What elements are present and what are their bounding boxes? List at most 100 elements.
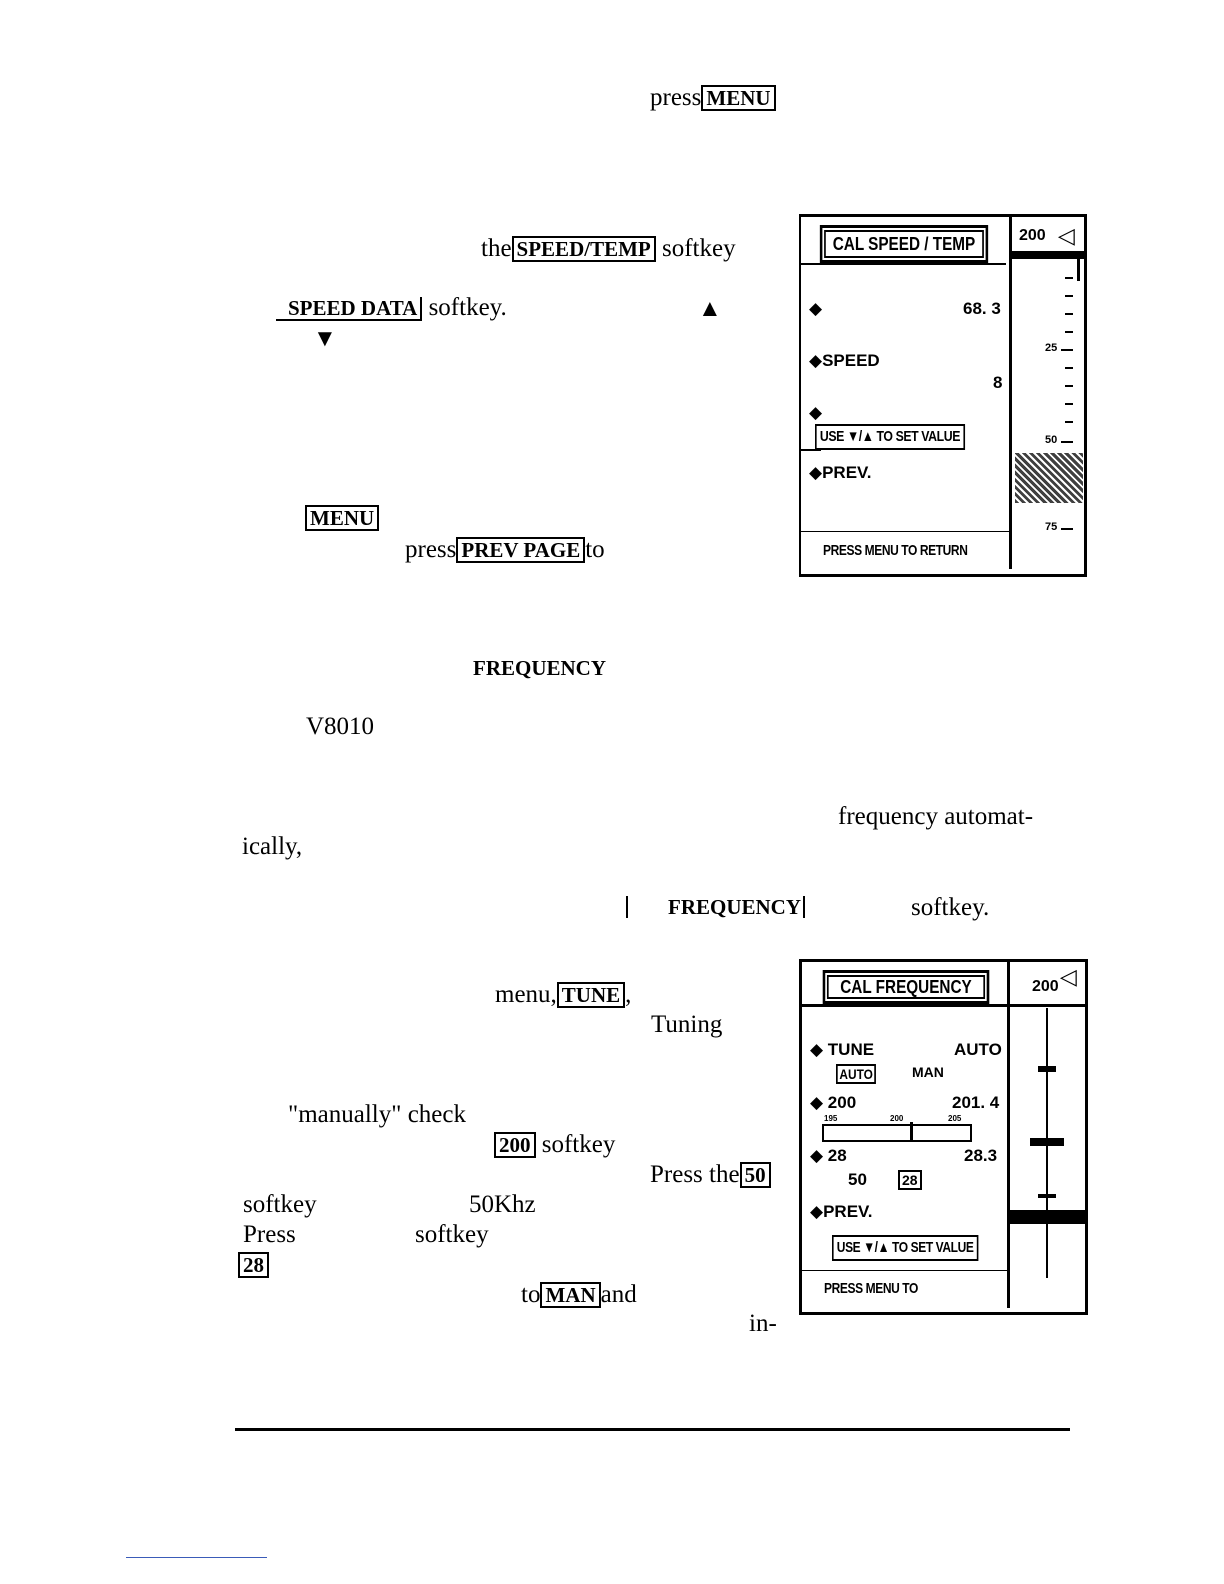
lcd1-divider [1009, 217, 1012, 569]
lcd1-range: 200 [1019, 227, 1046, 244]
text-press-3: Press [243, 1221, 296, 1248]
lcd2-echo-1 [1038, 1066, 1056, 1072]
down-arrow-icon: ▼ [313, 326, 337, 352]
lcd2-tune-value: AUTO [954, 1040, 1002, 1059]
lcd2-tune-label: TUNE [827, 1040, 875, 1059]
lcd1-prev-label: PREV. [822, 463, 872, 482]
tick [1061, 349, 1073, 351]
lcd2-auto-key: AUTO [836, 1064, 877, 1084]
lcd1-prev: ◆PREV. [809, 463, 872, 482]
text-to-2: to [521, 1281, 541, 1308]
frequency-heading: FREQUENCY [473, 656, 607, 680]
lcd2-f28-label: 28 [827, 1146, 847, 1165]
lcd1-title: CAL SPEED / TEMP [819, 225, 989, 263]
tick [1065, 403, 1073, 405]
menu-key-2: MENU [305, 505, 380, 531]
lcd2-scale-200: 200 [890, 1114, 904, 1123]
line-menu-key-2: MENU [305, 504, 380, 532]
frequency-key: FREQUENCY [626, 896, 806, 918]
lcd2-title: CAL FREQUENCY [822, 970, 990, 1004]
lcd1-speaker-icon: ◁ [1058, 223, 1075, 248]
lcd2-footer-rule [802, 1270, 1008, 1271]
lcd1-bottom-echo [1015, 453, 1083, 503]
tick [1065, 313, 1073, 315]
lcd2-prev-label: PREV. [823, 1202, 873, 1221]
tick [1065, 331, 1073, 333]
text-frequency-automat: frequency automat- [838, 803, 1034, 830]
menu-key: MENU [701, 85, 776, 111]
lcd1-depth-75: 75 [1045, 521, 1058, 533]
text-softkey-50: softkey [243, 1191, 317, 1218]
lcd1-footer-rule [801, 531, 1009, 532]
lcd2-f200: ◆ 200 [810, 1093, 857, 1112]
lcd2-f28-value: 28.3 [964, 1146, 998, 1165]
lcd1-edge-mark [1077, 251, 1080, 281]
tune-key: TUNE [556, 982, 626, 1008]
text-menu: menu, [495, 981, 557, 1008]
lcd1-row1-bullet-icon: ◆ [809, 299, 823, 318]
lcd-frequency: CAL FREQUENCY ◆ TUNE AUTO AUTO MAN ◆ 200… [799, 959, 1088, 1315]
prev-page-key: PREV PAGE [456, 537, 586, 563]
lcd2-scale-195: 195 [824, 1114, 838, 1123]
lcd1-row3-bullet-icon: ◆ [809, 403, 823, 422]
up-arrow-icon: ▲ [698, 296, 722, 322]
line-tune: menu,TUNE, [495, 981, 631, 1009]
tick [1065, 385, 1073, 387]
text-the: the [481, 235, 512, 262]
lcd2-range: 200 [1032, 978, 1059, 995]
lcd-speed-temp: CAL SPEED / TEMP ◆ 68. 3 ◆SPEED 8 ◆ USE … [799, 214, 1087, 577]
text-softkey-2: softkey. [428, 294, 507, 321]
lcd1-row2-value: 8 [993, 373, 1003, 392]
lcd1-title-rule [801, 263, 1006, 265]
footer-line [126, 1557, 267, 1558]
text-manually-check: "manually" check [288, 1101, 466, 1128]
lcd2-f50-label: 50 [848, 1170, 867, 1189]
lcd2-tune-bar-marker [910, 1122, 913, 1142]
lcd2-footer: PRESS MENU TO [824, 1280, 918, 1297]
lcd2-title-rule [802, 1004, 1085, 1007]
text-to: to [585, 536, 605, 563]
text-and: and [600, 1281, 637, 1308]
tick [1061, 528, 1073, 530]
lcd1-depth-25: 25 [1045, 342, 1058, 354]
lcd1-hint-underline [801, 449, 821, 451]
lcd2-bottom-echo [1010, 1210, 1085, 1224]
lcd1-hint: USE ▼/▲ TO SET VALUE [815, 424, 965, 450]
speed-temp-key: SPEED/TEMP [511, 236, 656, 262]
text-softkey-3: softkey [415, 1221, 489, 1248]
lcd2-f200-value: 201. 4 [952, 1093, 1000, 1112]
text-tuning: Tuning [651, 1011, 723, 1038]
text-50khz: 50Khz [469, 1191, 536, 1218]
lcd1-row2: ◆SPEED [809, 351, 880, 370]
man-key: MAN [540, 1282, 601, 1308]
lcd2-f28-key: 28 [898, 1170, 922, 1190]
lcd2-tune: ◆ TUNE [810, 1040, 875, 1059]
lcd2-prev: ◆PREV. [810, 1202, 873, 1221]
text-press-the: Press the [650, 1161, 740, 1188]
line-key-28: 28 [238, 1251, 269, 1279]
lcd2-man-label: MAN [912, 1064, 944, 1080]
text-softkey-200: softkey [541, 1131, 616, 1158]
text-softkey: softkey [661, 235, 736, 262]
text-ically: ically, [242, 833, 303, 860]
lcd1-footer: PRESS MENU TO RETURN [823, 542, 968, 559]
bottom-rule [235, 1428, 1070, 1431]
lcd2-echo-2 [1030, 1138, 1064, 1146]
lcd1-depth-50: 50 [1045, 434, 1058, 446]
lcd1-surface-band [1012, 251, 1084, 259]
speed-data-key: SPEED DATA [276, 297, 423, 321]
tick [1065, 295, 1073, 297]
text-comma: , [625, 981, 632, 1008]
lcd2-f28: ◆ 28 [810, 1146, 847, 1165]
text-press-2: press [405, 536, 457, 563]
line-200-softkey: 200 softkey [494, 1131, 615, 1159]
lcd2-f200-label: 200 [827, 1093, 857, 1112]
tick [1065, 421, 1073, 423]
lcd2-scale-205: 205 [948, 1114, 962, 1123]
text-press: press [650, 84, 702, 111]
model-number: V8010 [306, 713, 375, 740]
lcd2-divider [1007, 962, 1010, 1308]
